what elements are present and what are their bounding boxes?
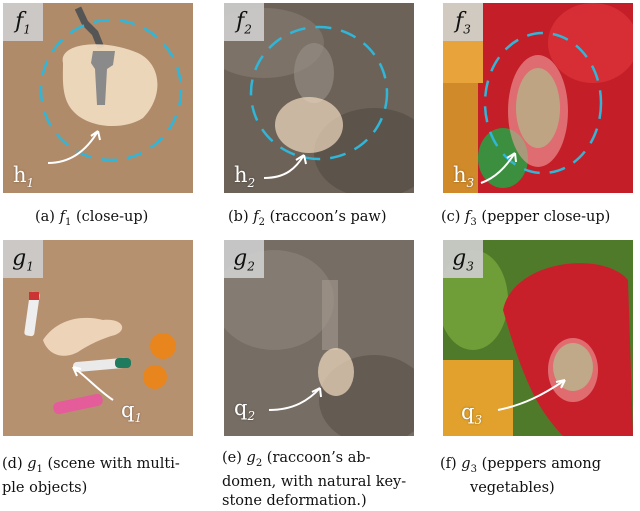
panel-f2-raccoon-paw: f2 h2 bbox=[224, 3, 414, 193]
panel-g2-raccoon-abdomen: g2 q2 bbox=[224, 240, 414, 436]
caption-e: (e) g2 (raccoon’s ab- domen, with natura… bbox=[222, 449, 422, 511]
caption-line: (e) g2 (raccoon’s ab- bbox=[222, 450, 371, 469]
panel-g3-peppers: g3 q3 bbox=[443, 240, 633, 436]
panel-tag: g1 bbox=[3, 240, 43, 278]
point-label: h1 bbox=[13, 163, 35, 191]
caption-f: (f) g3 (peppers among vegetables) bbox=[440, 455, 640, 498]
panel-g1-scene: g1 q1 bbox=[3, 240, 193, 436]
caption-a: (a) f1 (close-up) bbox=[35, 209, 149, 228]
caption-d: (d) g1 (scene with multi- ple objects) bbox=[2, 455, 202, 498]
panel-tag: g3 bbox=[443, 240, 483, 278]
panel-tag: f3 bbox=[443, 3, 483, 41]
image-f3-pepper-closeup bbox=[443, 3, 633, 193]
panel-tag: g2 bbox=[224, 240, 264, 278]
caption-line: (d) g1 (scene with multi- bbox=[2, 456, 180, 475]
caption-b: (b) f2 (raccoon’s paw) bbox=[228, 209, 387, 228]
panel-f3-pepper-closeup: f3 h3 bbox=[443, 3, 633, 193]
point-label: h2 bbox=[234, 163, 256, 191]
panel-f1-close-up: f1 h1 bbox=[3, 3, 193, 193]
caption-c: (c) f3 (pepper close-up) bbox=[441, 209, 611, 228]
caption-line: stone deformation.) bbox=[222, 492, 367, 509]
point-label: q3 bbox=[461, 400, 483, 428]
caption-line: ple objects) bbox=[2, 479, 88, 496]
point-label: h3 bbox=[453, 163, 475, 191]
panel-tag: f2 bbox=[224, 3, 264, 41]
point-label: q1 bbox=[121, 398, 143, 426]
point-label: q2 bbox=[234, 396, 256, 424]
caption-line: (f) g3 (peppers among bbox=[440, 456, 601, 475]
image-g3-peppers bbox=[443, 240, 633, 436]
panel-tag: f1 bbox=[3, 3, 43, 41]
caption-line: vegetables) bbox=[470, 479, 555, 496]
caption-line: domen, with natural key- bbox=[222, 473, 407, 490]
